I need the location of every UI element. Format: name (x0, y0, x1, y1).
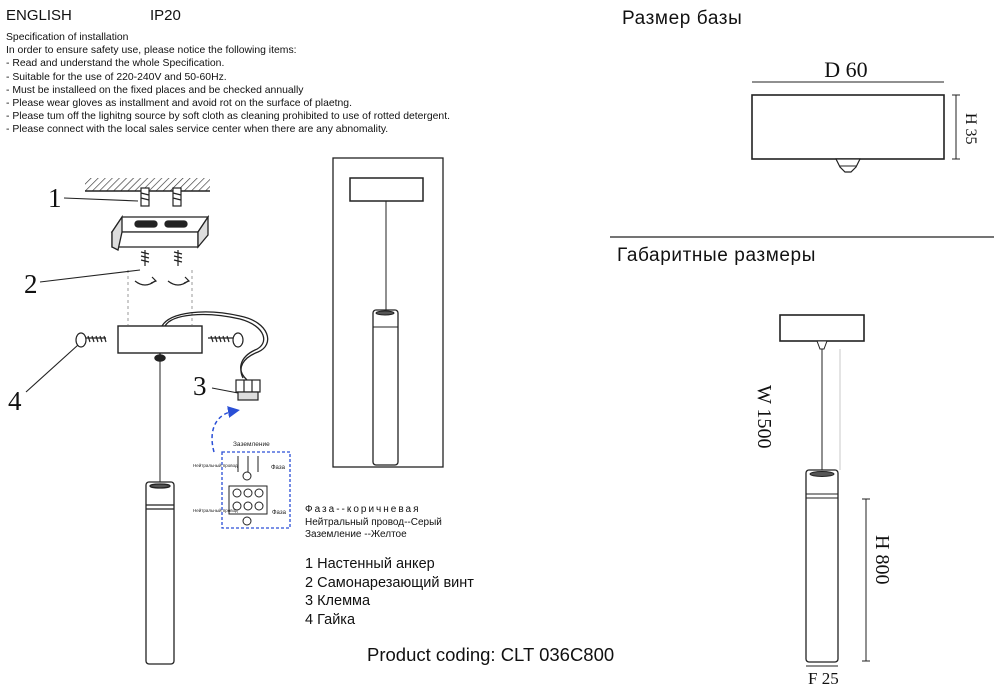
base-size-drawing (751, 81, 960, 173)
language-label: ENGLISH (6, 7, 72, 24)
legend-phase: Фаза--коричневая (305, 504, 421, 515)
spec-item: - Please connect with the local sales se… (6, 124, 389, 136)
spec-item: - Please tum off the lighitng source by … (6, 111, 450, 123)
part-item: 3 Клемма (305, 593, 371, 609)
terminal-block-icon (235, 379, 261, 401)
base-size-title: Размер базы (622, 8, 743, 29)
power-wire (161, 311, 269, 381)
pendant-tube (145, 358, 175, 665)
spec-intro: In order to ensure safety use, please no… (6, 45, 297, 57)
cable-length-label: W 1500 (753, 385, 775, 449)
callout-1: 1 (48, 183, 62, 213)
base-height-label: H 35 (962, 113, 979, 145)
overall-size-title: Габаритные размеры (617, 245, 816, 266)
spec-item: - Please wear gloves as installment and … (6, 98, 352, 110)
part-item: 1 Настенный анкер (305, 556, 435, 572)
nut-icon (75, 332, 244, 348)
base-diameter-label: D 60 (824, 57, 867, 82)
mounting-bracket-icon (110, 214, 210, 251)
specification-block: Specification of installation In order t… (6, 31, 450, 137)
rotate-arrow-icon (134, 276, 191, 286)
legend-ground: Заземление --Желтое (305, 529, 407, 540)
neutral-label-bottom: Нейтральный провод (193, 507, 238, 513)
callout-leaders (25, 197, 239, 394)
spec-item: - Suitable for the use of 220-240V and 5… (6, 71, 227, 83)
legend-neutral: Нейтральный провод--Серый (305, 516, 442, 528)
overall-size-drawing (779, 314, 870, 667)
phase-label-top: Фаза (271, 465, 286, 471)
callout-4: 4 (8, 386, 22, 416)
canopy-icon (117, 325, 203, 362)
spec-title: Specification of installation (6, 32, 129, 43)
callout-3: 3 (193, 371, 207, 401)
body-height-label: H 800 (871, 535, 893, 584)
neutral-label-top: Нейтральный провод (193, 462, 238, 468)
parts-list: 1 Настенный анкер 2 Самонарезающий винт … (305, 555, 474, 629)
part-item: 2 Самонарезающий винт (305, 574, 474, 591)
wiring-diagram (211, 406, 291, 529)
part-item: 4 Гайка (305, 611, 356, 628)
phase-label-bottom: Фаза (272, 510, 287, 516)
spec-item: - Must be installeed on the fixed places… (6, 84, 304, 96)
screw-icon (140, 250, 183, 266)
product-front-view (332, 157, 444, 468)
wiring-legend: Фаза--коричневая Нейтральный провод--Сер… (305, 504, 442, 542)
spec-item: - Read and understand the whole Specific… (6, 58, 225, 70)
ground-label: Заземление (233, 441, 270, 448)
product-coding: Product coding: CLT 036C800 (367, 644, 615, 665)
tube-diameter-label: F 25 (808, 669, 839, 688)
ip-rating-label: IP20 (150, 7, 181, 24)
callout-2: 2 (24, 269, 38, 299)
wall-anchor-icon (140, 187, 182, 207)
